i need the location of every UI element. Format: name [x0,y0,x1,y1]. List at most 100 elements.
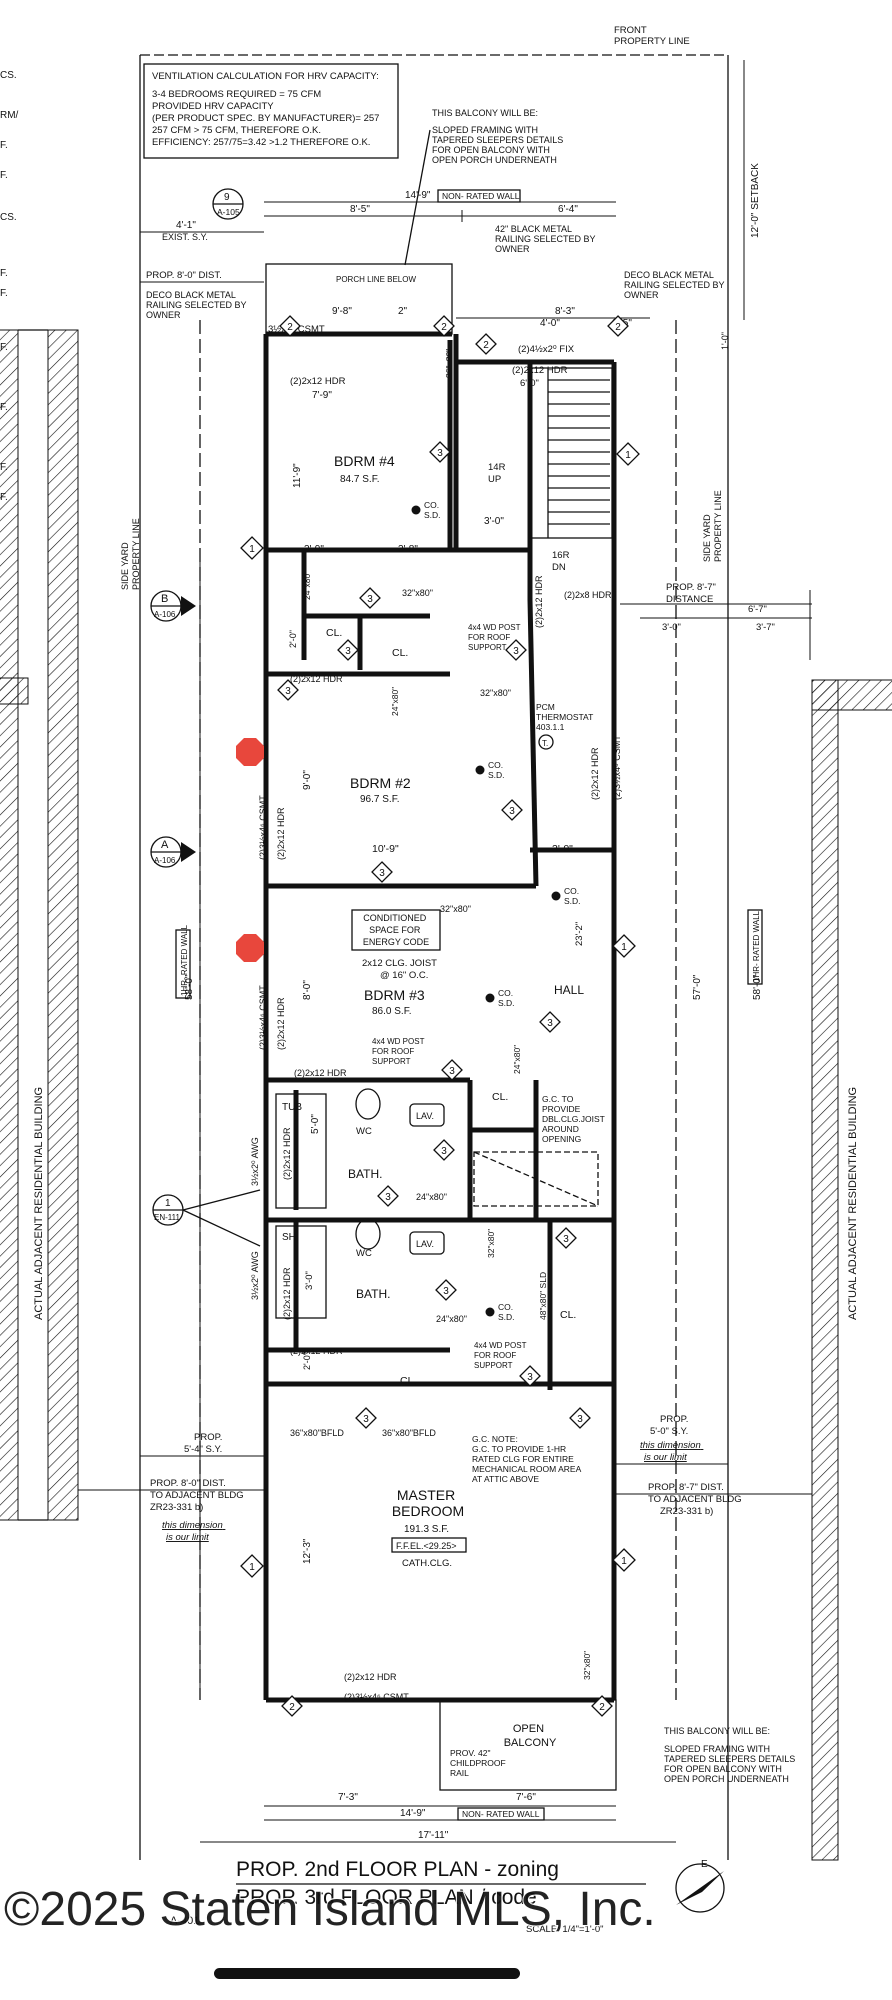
diamond-tag: 2 [281,1695,303,1717]
plan-title-line-1: PROP. 2nd FLOOR PLAN - zoning [236,1858,559,1881]
svg-text:8'-5": 8'-5" [350,204,370,215]
svg-text:(2)2x12 HDR: (2)2x12 HDR [294,1068,347,1078]
svg-text:EN-111: EN-111 [154,1213,180,1222]
stop-marker-2 [236,934,264,962]
svg-text:CO.: CO. [488,760,503,770]
svg-text:9'-8": 9'-8" [332,306,352,317]
plan-title-line-2: PROP. 3rd FLOOR PLAN / code [236,1886,537,1909]
tag-label: 3 [513,646,519,657]
section-ref-9: 9 A-105 [212,188,244,220]
front-property-line: FRONT PROPERTY LINE [614,25,690,47]
svg-text:(2)3½x4⁶ CSMT: (2)3½x4⁶ CSMT [344,1692,409,1702]
watermark: ©2025 Staten Island MLS, Inc. [4,1883,656,1936]
ceiling-joist-note: 2x12 CLG. JOIST @ 16" O.C. [362,958,439,981]
section-ref-1: 1 EN-111 [152,1189,261,1247]
tag-label: 3 [379,868,385,879]
post-note-3: 4x4 WD POST FOR ROOF SUPPORT [474,1341,529,1370]
svg-text:A: A [161,839,169,851]
svg-text:CL.: CL. [392,647,408,659]
open-balcony-label: OPEN BALCONY [504,1723,557,1749]
section-ref-a: A A-106 [150,836,196,868]
circle-tag: 1 [616,442,640,466]
post-note-2: 4x4 WD POST FOR ROOF SUPPORT [372,1037,427,1066]
svg-text:8'-3": 8'-3" [555,306,575,317]
svg-text:CO.: CO. [498,1302,513,1312]
deco-railing-right: DECO BLACK METAL RAILING SELECTED BY OWN… [624,270,727,300]
svg-text:4'-1": 4'-1" [176,220,196,231]
svg-text:CO.: CO. [564,886,579,896]
svg-text:9: 9 [224,192,230,203]
circle-tag: 1 [612,934,636,958]
svg-text:PORCH LINE BELOW: PORCH LINE BELOW [336,275,416,284]
room-hall: HALL [554,983,584,997]
stairs [529,367,613,539]
svg-text:191.3 S.F.: 191.3 S.F. [404,1524,449,1535]
side-yard-right: SIDE YARD PROPERTY LINE [702,490,723,562]
diamond-tag: 3 [277,679,299,701]
svg-text:32"x80": 32"x80" [402,588,433,598]
svg-text:84.7 S.F.: 84.7 S.F. [340,474,379,485]
tag-label: 3 [363,1414,369,1425]
svg-text:16R: 16R [552,550,570,561]
svg-text:6'-4": 6'-4" [558,204,578,215]
svg-text:3½x2⁰ AWG: 3½x2⁰ AWG [250,1137,260,1186]
svg-text:CO.: CO. [424,500,439,510]
svg-text:4'-0": 4'-0" [540,318,560,329]
svg-text:(2)3½x4⁶ CSMT: (2)3½x4⁶ CSMT [258,795,268,860]
tag-label: 1 [249,544,255,555]
tag-label: 3 [577,1414,583,1425]
svg-text:F.: F. [0,170,8,181]
tag-label: 2 [599,1702,605,1713]
svg-text:B: B [161,593,168,605]
svg-text:96.7 S.F.: 96.7 S.F. [360,794,399,805]
svg-text:CL.: CL. [492,1091,508,1103]
diamond-tag: 3 [539,1011,561,1033]
tag-label: 3 [509,806,515,817]
svg-text:1: 1 [165,1198,171,1209]
svg-text:17'-11": 17'-11" [418,1830,449,1841]
svg-text:32"x80": 32"x80" [480,688,511,698]
svg-text:(2)2x12 HDR: (2)2x12 HDR [534,575,544,628]
svg-text:S.D.: S.D. [498,998,515,1008]
scale-label: SCALE: 1/4"=1'-0" [526,1924,603,1935]
diamond-tag: 3 [355,1407,377,1429]
diamond-tag: 3 [377,1185,399,1207]
gc-double-joist-note: G.C. TO PROVIDE DBL.CLG.JOIST AROUND OPE… [542,1094,607,1144]
svg-text:8'-0": 8'-0" [302,980,313,1000]
thermostat-note: PCM THERMOSTAT 403.1.1 [536,702,596,732]
svg-text:3'-0": 3'-0" [662,622,681,633]
svg-text:7'-9": 7'-9" [312,390,332,401]
svg-text:10'-9": 10'-9" [372,843,399,855]
svg-text:RM/: RM/ [0,110,19,121]
svg-text:(2)2x12 HDR: (2)2x12 HDR [276,997,286,1050]
prop-8-7-distance: PROP. 8'-7" DISTANCE [666,582,719,605]
svg-text:NON- RATED WALL: NON- RATED WALL [442,191,520,201]
svg-text:7'-3": 7'-3" [338,1792,358,1803]
room-bdrm3: BDRM #3 [364,987,425,1003]
svg-text:F.: F. [0,462,8,473]
svg-text:E: E [701,1859,708,1870]
svg-text:F.: F. [0,402,8,413]
circle-tag: 1 [612,1548,636,1572]
svg-text:3'-0": 3'-0" [304,1271,315,1290]
svg-text:24"x80": 24"x80" [512,1045,522,1074]
svg-text:(2)2x12 HDR: (2)2x12 HDR [276,807,286,860]
svg-text:23'-2": 23'-2" [574,922,585,946]
svg-text:14'-9": 14'-9" [405,190,431,201]
svg-text:24"x80": 24"x80" [390,687,400,716]
side-yard-left: SIDE YARD PROPERTY LINE [120,518,141,590]
diamond-tag: 3 [337,639,359,661]
tag-label: 3 [449,1066,455,1077]
ventilation-calculation-box: VENTILATION CALCULATION FOR HRV CAPACITY… [143,63,399,159]
svg-text:3'-7": 3'-7" [756,622,775,633]
svg-text:F.: F. [0,492,8,503]
svg-text:CATH.CLG.: CATH.CLG. [402,1558,452,1569]
svg-text:32"x80": 32"x80" [486,1229,496,1258]
room-bdrm2: BDRM #2 [350,775,411,791]
tag-label: 3 [367,594,373,605]
svg-text:EXIST. S.Y.: EXIST. S.Y. [162,232,208,242]
svg-text:A-106: A-106 [154,610,176,619]
svg-text:1HR- RATED WALL: 1HR- RATED WALL [180,924,189,996]
home-indicator[interactable] [214,1968,520,1979]
diamond-tag: 3 [569,1407,591,1429]
